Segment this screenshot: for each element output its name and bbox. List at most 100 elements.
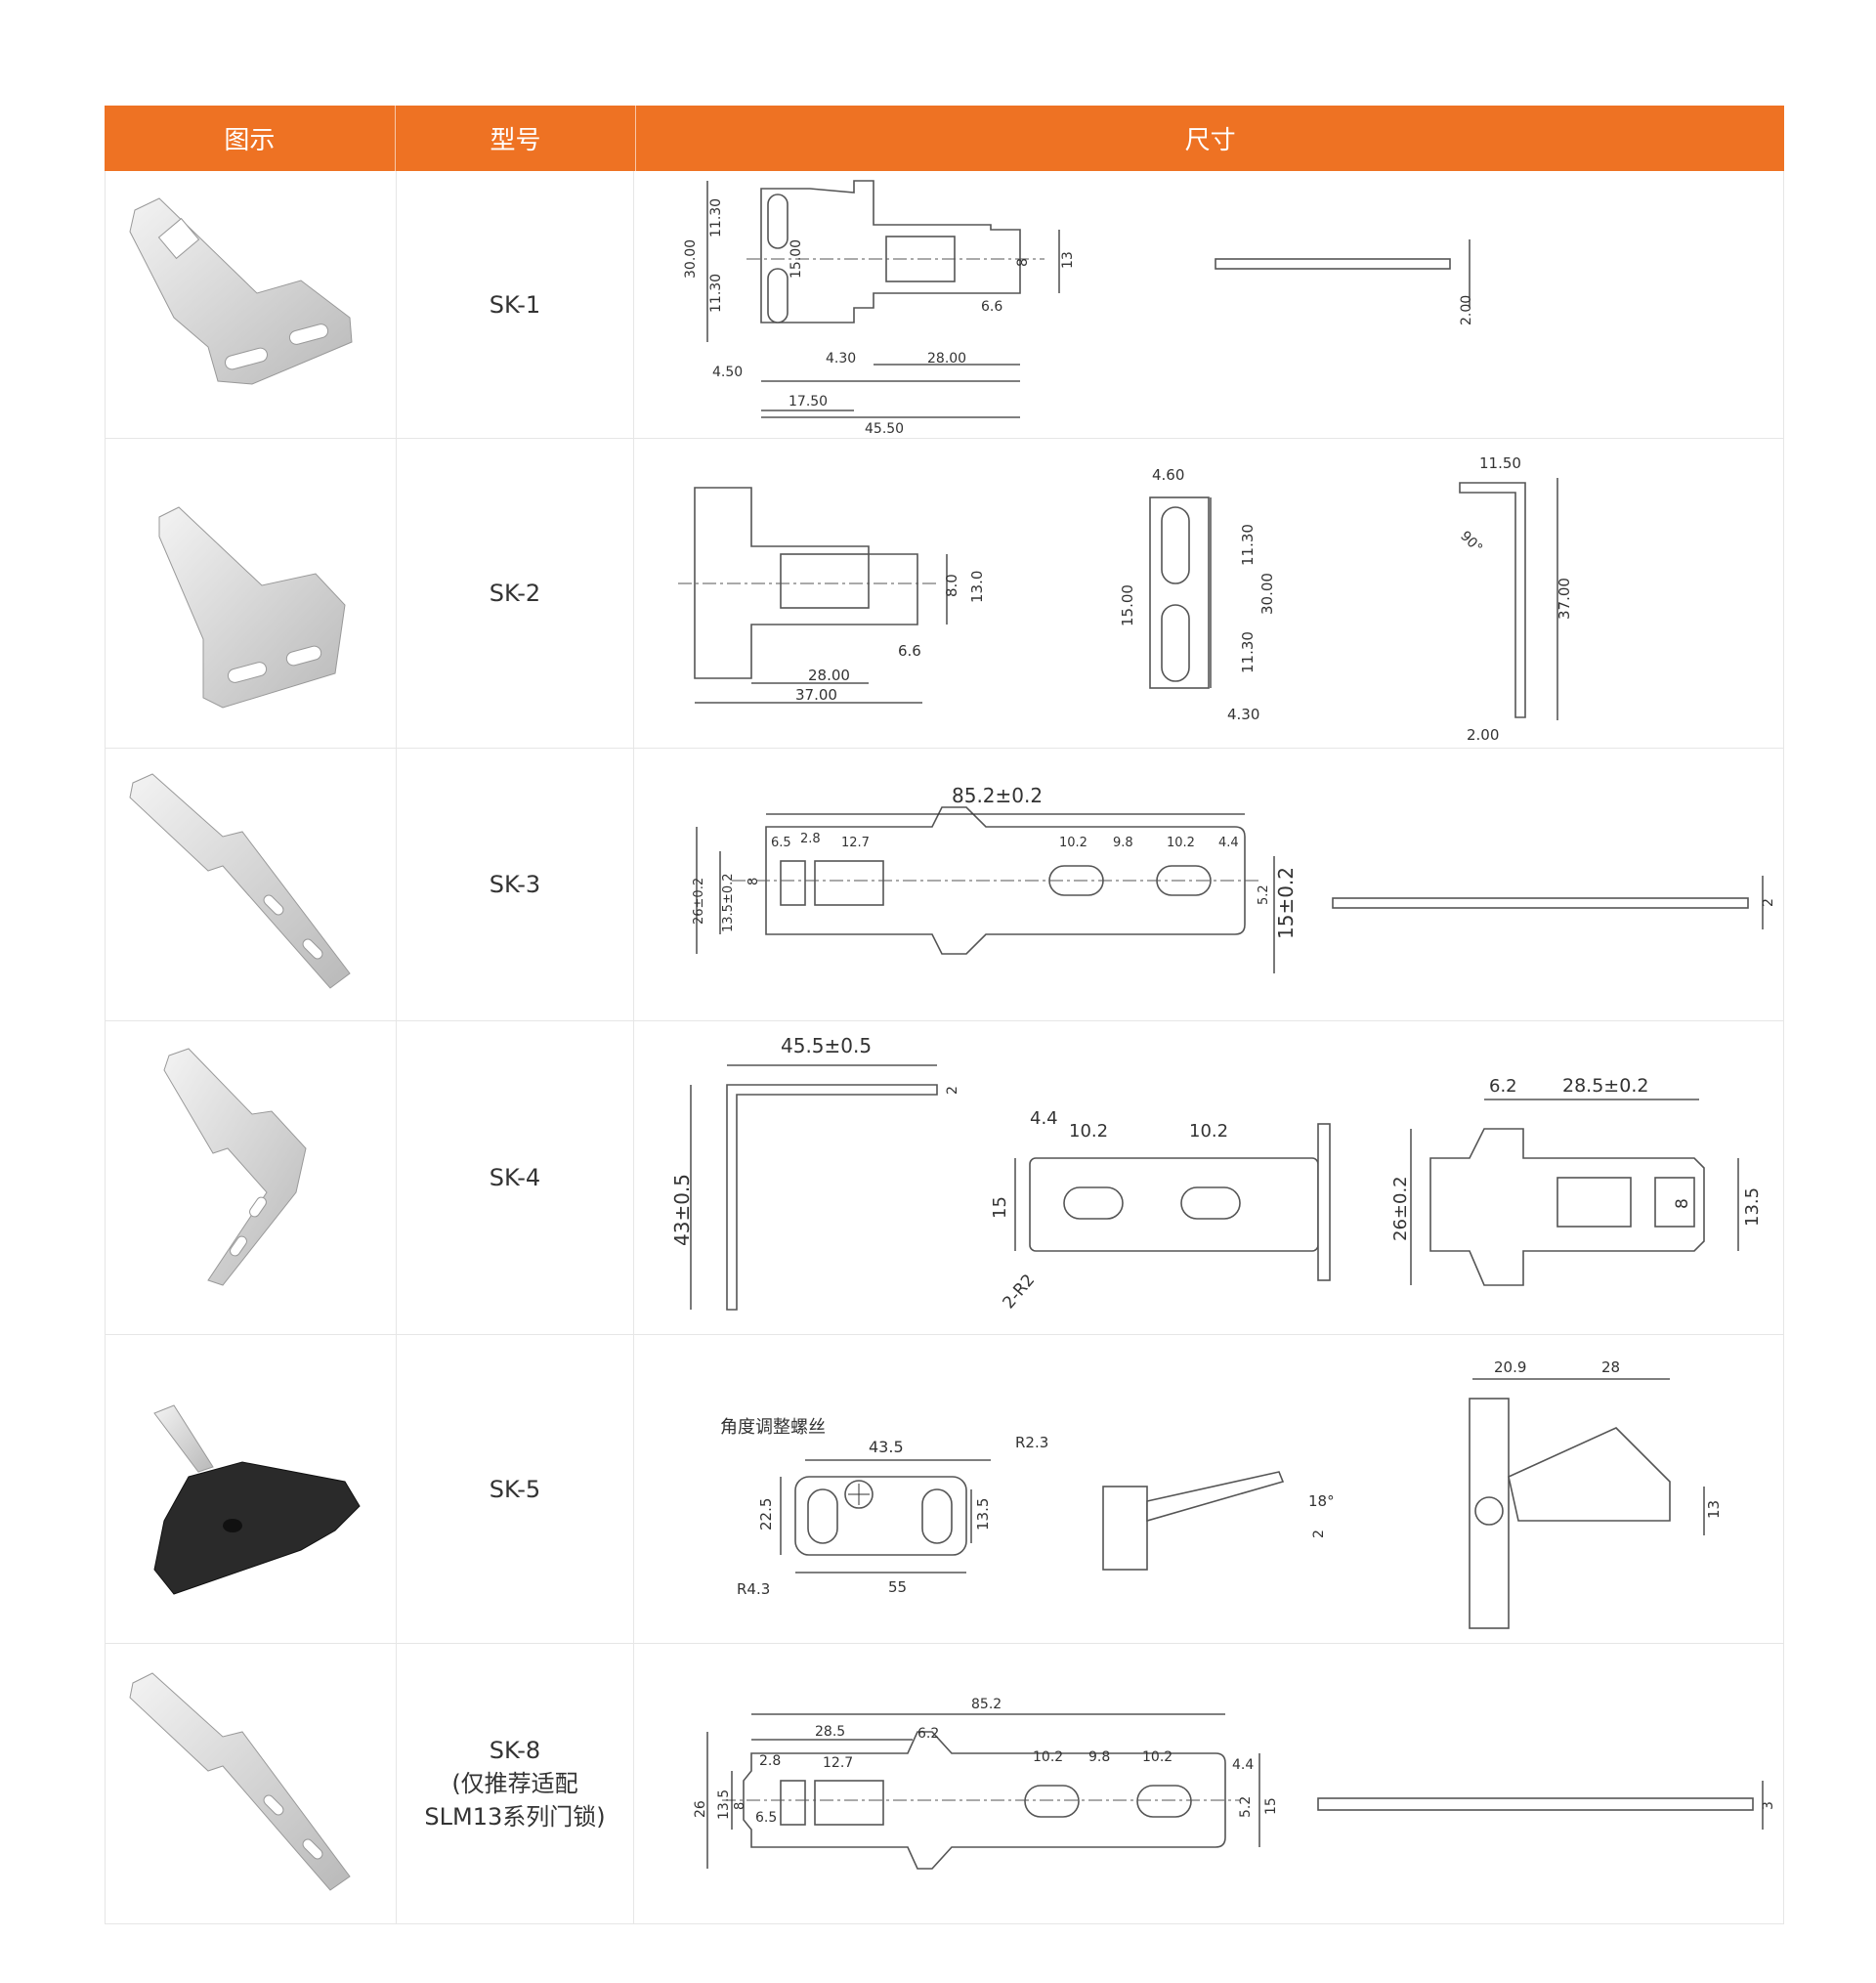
model-name: SK-1 xyxy=(489,290,541,319)
dim-label: 4.60 xyxy=(1152,466,1184,484)
dim-label: 28.5±0.2 xyxy=(1562,1075,1648,1097)
dim-label: 11.30 xyxy=(1239,631,1257,673)
dim-label: 2.8 xyxy=(800,832,821,846)
sk2-drawing: 8.0 13.0 6.6 28.00 37.00 4.60 11.30 15.0… xyxy=(678,454,1573,744)
header-image: 图示 xyxy=(105,106,396,171)
dim-label: 26±0.2 xyxy=(1390,1176,1411,1241)
dim-label: 4.30 xyxy=(1227,706,1259,723)
dim-label: 10.2 xyxy=(1069,1121,1108,1142)
dim-label: 9.8 xyxy=(1088,1749,1110,1765)
dim-label: 8 xyxy=(733,1802,747,1810)
model-name: SK-8 xyxy=(489,1737,541,1764)
dim-label: 11.30 xyxy=(708,274,724,313)
model-name: SK-5 xyxy=(489,1475,541,1503)
model-note: SLM13系列门锁) xyxy=(424,1803,606,1831)
model-name: SK-2 xyxy=(489,580,541,607)
dim-label: 15 xyxy=(1263,1797,1279,1815)
annotation-adjust-screw: 角度调整螺丝 xyxy=(720,1417,826,1438)
dim-label: 28 xyxy=(1601,1358,1620,1376)
dim-label: 22.5 xyxy=(757,1498,775,1530)
dim-label: 6.6 xyxy=(898,642,921,660)
dim-label: 6.5 xyxy=(771,836,791,850)
product-image xyxy=(106,1644,397,1923)
model-cell: SK-2 xyxy=(397,439,634,748)
dim-label: 8 xyxy=(1673,1198,1692,1209)
dim-label: 28.00 xyxy=(927,351,966,366)
dim-label: 10.2 xyxy=(1033,1749,1063,1765)
dim-label: 37.00 xyxy=(1556,578,1573,620)
dim-label: 15.00 xyxy=(1119,584,1136,626)
dim-label: 26±0.2 xyxy=(692,878,706,925)
dim-label: 2 xyxy=(945,1086,960,1095)
sk3-drawing: 85.2±0.2 6.5 2.8 12.7 10.2 9.8 10.2 4.4 … xyxy=(692,784,1776,973)
dim-label: 5.2 xyxy=(1257,884,1271,905)
model-cell: SK-5 xyxy=(397,1335,634,1643)
dim-label: 11.30 xyxy=(708,198,724,237)
dim-label: 90° xyxy=(1457,529,1485,557)
dimension-drawing: 45.5±0.5 2 43±0.5 4.4 10.2 10.2 15 2-R2 xyxy=(634,1021,1783,1334)
dim-label: 10.2 xyxy=(1142,1749,1172,1765)
dim-label: 2.00 xyxy=(1459,295,1474,325)
dim-label: 8.0 xyxy=(943,574,960,597)
table-header: 图示 型号 尺寸 xyxy=(105,106,1784,171)
key-3d-render xyxy=(129,773,351,989)
dim-label: 37.00 xyxy=(795,686,837,704)
dim-label: 4.4 xyxy=(1218,836,1239,850)
dim-label: 28.5 xyxy=(815,1724,845,1740)
product-image xyxy=(106,171,397,438)
dim-label: 10.2 xyxy=(1167,836,1195,850)
dim-label: R4.3 xyxy=(737,1580,770,1598)
dim-label: 6.2 xyxy=(917,1726,939,1742)
dim-label: 45.50 xyxy=(865,421,904,437)
dim-label: 11.50 xyxy=(1479,454,1521,472)
dimension-drawing: 85.2±0.2 6.5 2.8 12.7 10.2 9.8 10.2 4.4 … xyxy=(634,749,1783,1020)
dimension-drawing: 11.30 30.00 15.00 11.30 8 13 6.6 4.30 28… xyxy=(634,171,1783,438)
dim-label: 45.5±0.5 xyxy=(781,1034,872,1057)
dim-label: 13.5 xyxy=(716,1789,732,1820)
dim-label: 43.5 xyxy=(869,1438,904,1456)
table-row: SK-1 11.30 30.00 15.00 11.30 8 13 xyxy=(105,171,1784,439)
product-image xyxy=(106,749,397,1020)
model-cell: SK-8 (仅推荐适配 SLM13系列门锁) xyxy=(397,1644,634,1923)
dim-label: 2-R2 xyxy=(1000,1271,1040,1313)
dim-label: 4.30 xyxy=(826,351,856,366)
dim-label: 8 xyxy=(746,878,761,885)
dim-label: 2 xyxy=(1761,898,1776,907)
dim-label: 28.00 xyxy=(808,667,850,684)
dimension-drawing: 8.0 13.0 6.6 28.00 37.00 4.60 11.30 15.0… xyxy=(634,439,1783,748)
dim-label: 26 xyxy=(693,1800,708,1818)
key-3d-render xyxy=(129,197,353,385)
table-row: SK-5 角度调整螺丝 43.5 R2.3 22.5 13.5 R4.3 55 xyxy=(105,1335,1784,1644)
key-3d-render xyxy=(153,1404,361,1595)
dim-label: 85.2±0.2 xyxy=(952,784,1043,807)
table-row: SK-4 45.5±0.5 2 43±0.5 4.4 10.2 10.2 15 … xyxy=(105,1021,1784,1335)
dim-label: 6.5 xyxy=(755,1810,777,1826)
model-note: (仅推荐适配 xyxy=(451,1770,578,1797)
product-image xyxy=(106,1335,397,1643)
dim-label: 2.8 xyxy=(759,1753,781,1769)
sk1-drawing: 11.30 30.00 15.00 11.30 8 13 6.6 4.30 28… xyxy=(683,180,1474,437)
key-3d-render xyxy=(163,1048,307,1286)
dim-label: 13 xyxy=(1705,1500,1723,1519)
model-cell: SK-4 xyxy=(397,1021,634,1334)
dim-label: 18° xyxy=(1308,1492,1335,1510)
model-name: SK-4 xyxy=(489,1164,541,1191)
dim-label: 15 xyxy=(990,1196,1010,1219)
dim-label: 6.6 xyxy=(981,299,1002,315)
dim-label: 13.5 xyxy=(974,1498,992,1530)
dim-label: 6.2 xyxy=(1489,1076,1517,1097)
dimension-drawing: 角度调整螺丝 43.5 R2.3 22.5 13.5 R4.3 55 1 xyxy=(634,1335,1783,1643)
model-cell: SK-3 xyxy=(397,749,634,1020)
dim-label: 10.2 xyxy=(1059,836,1087,850)
dim-label: 55 xyxy=(888,1578,907,1596)
dim-label: 17.50 xyxy=(789,394,828,410)
dim-label: 4.4 xyxy=(1232,1757,1254,1773)
table-row: SK-2 8.0 13.0 6.6 28.00 37.00 4.60 11.30 xyxy=(105,439,1784,749)
dim-label: 4.4 xyxy=(1030,1108,1058,1129)
dim-label: 43±0.5 xyxy=(670,1174,694,1246)
dim-label: 9.8 xyxy=(1113,836,1133,850)
sk4-drawing: 45.5±0.5 2 43±0.5 4.4 10.2 10.2 15 2-R2 xyxy=(670,1034,1763,1313)
product-image xyxy=(106,1021,397,1334)
dim-label: 8 xyxy=(1015,258,1031,267)
table-row: SK-8 (仅推荐适配 SLM13系列门锁) 85.2 28.5 6.2 xyxy=(105,1644,1784,1924)
